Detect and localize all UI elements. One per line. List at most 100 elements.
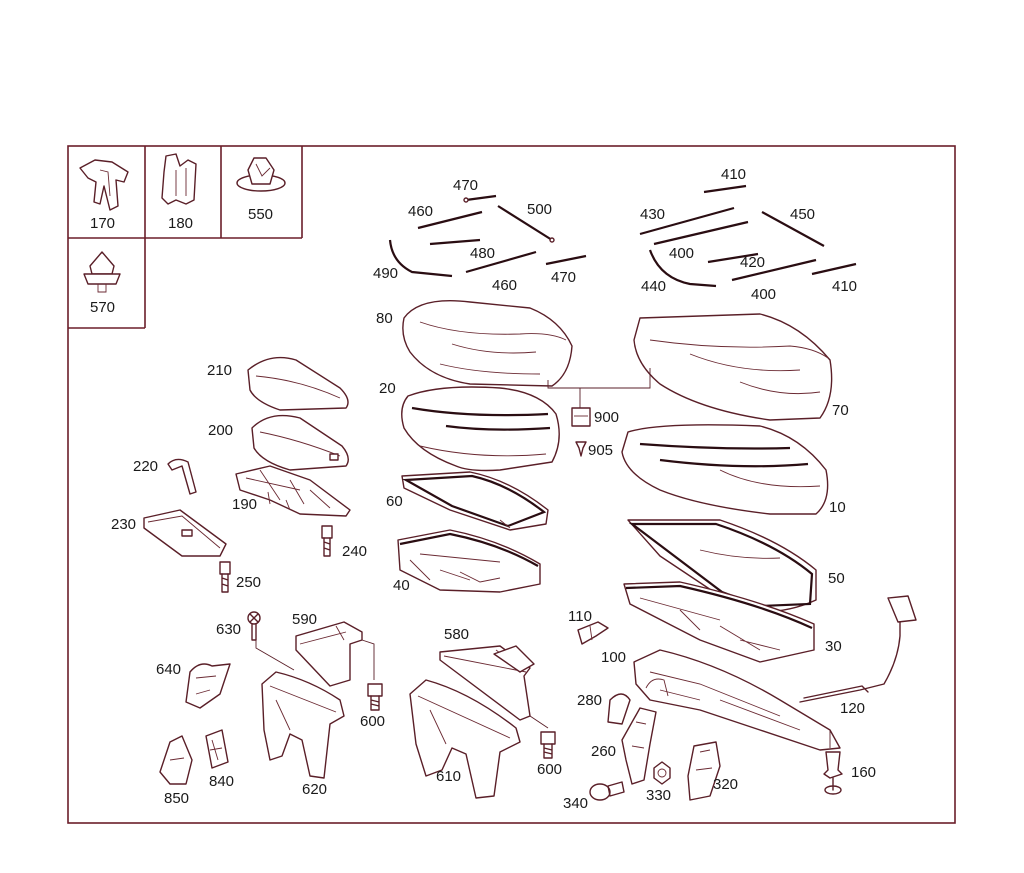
label-220: 220 — [133, 458, 158, 475]
label-10: 10 — [829, 499, 846, 516]
seat-frame-40[interactable] — [397, 529, 541, 593]
screw-240[interactable] — [321, 525, 333, 557]
label-330: 330 — [646, 787, 671, 804]
label-240: 240 — [342, 543, 367, 560]
label-200: 200 — [208, 422, 233, 439]
diagram-frame — [67, 145, 956, 824]
label-590: 590 — [292, 611, 317, 628]
clip-170[interactable] — [79, 159, 129, 211]
label-280: 280 — [577, 692, 602, 709]
label-490: 490 — [373, 265, 398, 282]
label-80: 80 — [376, 310, 393, 327]
label-180: 180 — [168, 215, 193, 232]
seat-frame-30[interactable] — [623, 581, 815, 663]
bolt-600-a[interactable] — [367, 683, 383, 711]
label-230: 230 — [111, 516, 136, 533]
label-470-a: 470 — [453, 177, 478, 194]
label-460-a: 460 — [408, 203, 433, 220]
label-600-b: 600 — [537, 761, 562, 778]
label-900: 900 — [594, 409, 619, 426]
label-410-b: 410 — [832, 278, 857, 295]
seat-foam-10[interactable] — [621, 424, 829, 515]
label-190: 190 — [232, 496, 257, 513]
label-480: 480 — [470, 245, 495, 262]
label-460-b: 460 — [492, 277, 517, 294]
label-570: 570 — [90, 299, 115, 316]
label-100: 100 — [601, 649, 626, 666]
label-30: 30 — [825, 638, 842, 655]
cover-230[interactable] — [143, 509, 227, 557]
side-rail-100[interactable] — [633, 649, 841, 751]
trim-panel-620[interactable] — [261, 671, 345, 779]
screw-250[interactable] — [219, 561, 231, 593]
label-620: 620 — [302, 781, 327, 798]
bracket-580[interactable] — [439, 645, 535, 721]
lever-120[interactable] — [799, 595, 917, 703]
label-120: 120 — [840, 700, 865, 717]
label-340: 340 — [563, 795, 588, 812]
label-905: 905 — [588, 442, 613, 459]
label-250: 250 — [236, 574, 261, 591]
label-440: 440 — [641, 278, 666, 295]
label-600-a: 600 — [360, 713, 385, 730]
label-170: 170 — [90, 215, 115, 232]
bolt-340[interactable] — [589, 781, 625, 801]
clip-840[interactable] — [205, 729, 229, 769]
small-parts-grid — [68, 146, 303, 329]
bracket-640[interactable] — [185, 663, 231, 709]
label-610: 610 — [436, 768, 461, 785]
label-850: 850 — [164, 790, 189, 807]
cover-320[interactable] — [687, 741, 721, 801]
latch-110[interactable] — [577, 621, 609, 645]
label-70: 70 — [832, 402, 849, 419]
label-210: 210 — [207, 362, 232, 379]
bracket-260[interactable] — [621, 707, 657, 785]
label-550: 550 — [248, 206, 273, 223]
nut-330[interactable] — [653, 761, 671, 785]
bolt-600-b[interactable] — [540, 731, 556, 759]
trim-panel-610[interactable] — [409, 679, 521, 799]
clip-220[interactable] — [167, 458, 197, 495]
label-50: 50 — [828, 570, 845, 587]
cover-850[interactable] — [159, 735, 193, 785]
leader-900 — [547, 368, 651, 408]
seat-foam-20[interactable] — [401, 386, 560, 472]
label-160: 160 — [851, 764, 876, 781]
label-430: 430 — [640, 206, 665, 223]
push-pin-160[interactable] — [823, 751, 843, 795]
leader-630 — [255, 640, 295, 671]
wire-springs-right[interactable] — [639, 184, 857, 288]
label-110: 110 — [568, 608, 592, 625]
part-labels: 170 180 550 570 470 460 500 480 490 460 … — [90, 166, 876, 812]
fastener-905[interactable] — [575, 441, 587, 457]
cap-280[interactable] — [607, 693, 631, 725]
bracket-590[interactable] — [295, 621, 363, 687]
label-630: 630 — [216, 621, 241, 638]
heater-mat-60[interactable] — [401, 471, 549, 531]
rivet-570[interactable] — [83, 251, 121, 293]
label-450: 450 — [790, 206, 815, 223]
label-420: 420 — [740, 254, 765, 271]
side-cover-210[interactable] — [247, 356, 349, 411]
wire-springs-left[interactable] — [388, 194, 587, 278]
screw-630[interactable] — [247, 611, 261, 641]
bracket-190[interactable] — [235, 465, 351, 517]
label-260: 260 — [591, 743, 616, 760]
label-320: 320 — [713, 776, 738, 793]
clip-180[interactable] — [161, 153, 197, 205]
fastener-900[interactable] — [571, 407, 591, 427]
label-40: 40 — [393, 577, 410, 594]
label-840: 840 — [209, 773, 234, 790]
seat-cover-70[interactable] — [633, 313, 833, 421]
label-60: 60 — [386, 493, 403, 510]
side-foam-200[interactable] — [251, 414, 349, 471]
label-400-a: 400 — [669, 245, 694, 262]
label-500: 500 — [527, 201, 552, 218]
seat-cover-80[interactable] — [402, 300, 573, 387]
nut-550[interactable] — [236, 157, 286, 192]
leader-590 — [361, 639, 375, 680]
label-410-a: 410 — [721, 166, 746, 183]
label-20: 20 — [379, 380, 396, 397]
heater-mat-50[interactable] — [627, 519, 817, 613]
